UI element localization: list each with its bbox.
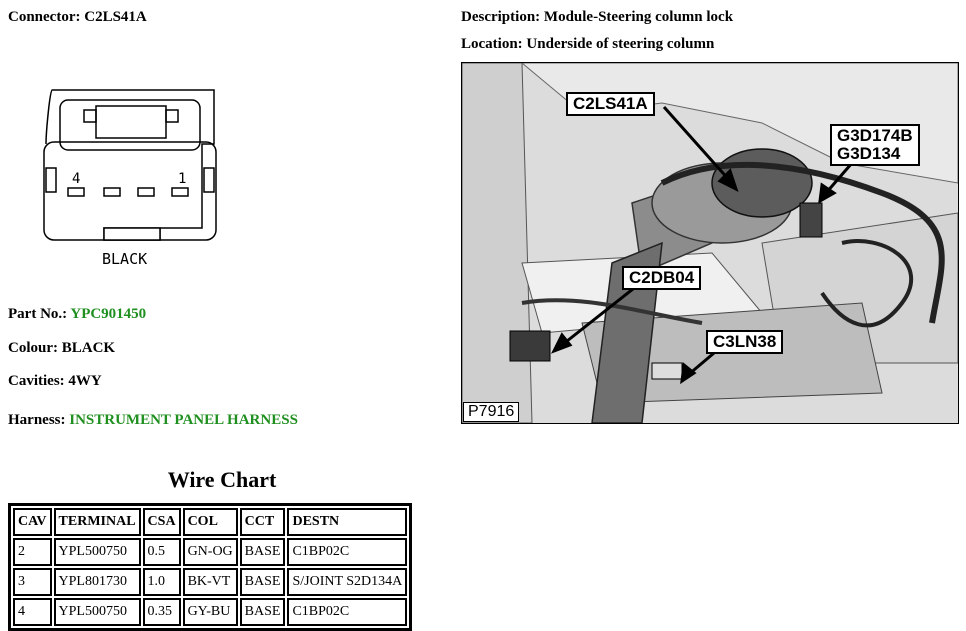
cavities-value: 4WY [68, 373, 102, 389]
location-heading: Location: Underside of steering column [461, 35, 714, 53]
header-csa: CSA [142, 508, 181, 536]
header-destn: DESTN [287, 508, 408, 536]
description-label: Description: [461, 9, 541, 25]
cell-csa: 0.5 [142, 538, 181, 566]
cell-cct: BASE [239, 538, 286, 566]
connector-face-svg: 4 1 BLACK [43, 89, 217, 268]
callout-g3d174b-g3d134: G3D174B G3D134 [830, 124, 920, 166]
connector-value: C2LS41A [84, 9, 147, 25]
cell-terminal: YPL500750 [53, 538, 141, 566]
callout-c2db04: C2DB04 [622, 266, 702, 290]
table-row: 2 YPL500750 0.5 GN-OG BASE C1BP02C [13, 538, 408, 566]
pin-label-1: 1 [178, 171, 186, 187]
header-col: COL [182, 508, 238, 536]
connector-heading: Connector: C2LS41A [8, 8, 147, 26]
cell-cct: BASE [239, 568, 286, 596]
connector-label: Connector: [8, 9, 81, 25]
cavities-label: Cavities: [8, 373, 65, 389]
header-cct: CCT [239, 508, 286, 536]
header-terminal: TERMINAL [53, 508, 141, 536]
colour-row: Colour: BLACK [8, 339, 115, 357]
cell-destn: C1BP02C [287, 538, 408, 566]
table-header-row: CAV TERMINAL CSA COL CCT DESTN [13, 508, 408, 536]
cell-col: BK-VT [182, 568, 238, 596]
connector-face-drawing: 4 1 BLACK [38, 82, 228, 272]
part-label: Part No.: [8, 306, 68, 322]
harness-label: Harness: [8, 412, 66, 428]
harness-link[interactable]: INSTRUMENT PANEL HARNESS [69, 412, 298, 428]
cell-col: GN-OG [182, 538, 238, 566]
cell-cav: 2 [13, 538, 52, 566]
cell-terminal: YPL801730 [53, 568, 141, 596]
cell-destn: S/JOINT S2D134A [287, 568, 408, 596]
location-photo-illustration [462, 63, 958, 423]
location-label: Location: [461, 36, 523, 52]
callout-c3ln38: C3LN38 [706, 330, 784, 354]
colour-value: BLACK [61, 340, 116, 356]
description-value: Module-Steering column lock [543, 9, 734, 25]
pin-label-4: 4 [72, 171, 80, 187]
table-row: 3 YPL801730 1.0 BK-VT BASE S/JOINT S2D13… [13, 568, 408, 596]
callout-c2ls41a: C2LS41A [566, 92, 655, 116]
part-number-row: Part No.: YPC901450 [8, 305, 146, 323]
location-value: Underside of steering column [526, 36, 715, 52]
photo-id-label: P7916 [463, 402, 520, 422]
description-heading: Description: Module-Steering column lock [461, 8, 733, 26]
wire-chart-table: CAV TERMINAL CSA COL CCT DESTN 2 YPL5007… [8, 503, 413, 631]
harness-row: Harness: INSTRUMENT PANEL HARNESS [8, 411, 298, 429]
cell-cav: 3 [13, 568, 52, 596]
part-number-link[interactable]: YPC901450 [70, 306, 147, 322]
cell-csa: 1.0 [142, 568, 181, 596]
cavities-row: Cavities: 4WY [8, 372, 102, 390]
header-cav: CAV [13, 508, 52, 536]
wire-chart-title: Wire Chart [167, 467, 277, 492]
colour-label: Colour: [8, 340, 58, 356]
location-photo: C2LS41A G3D174B G3D134 C2DB04 C3LN38 P79… [461, 62, 959, 424]
connector-colour-caption: BLACK [102, 250, 147, 268]
